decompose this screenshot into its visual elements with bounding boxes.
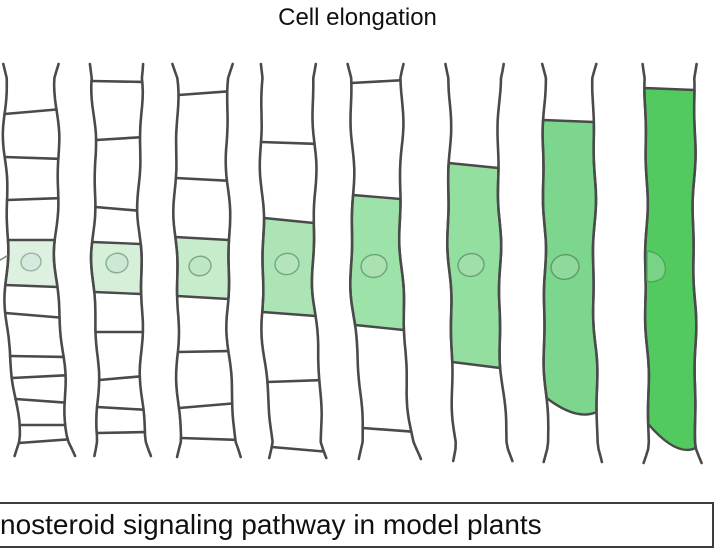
- figure-title: Cell elongation: [278, 4, 437, 31]
- cell-column-7: [540, 62, 604, 464]
- cell-divider: [176, 349, 230, 354]
- cell-divider: [270, 445, 326, 453]
- cell-divider: [10, 374, 67, 380]
- cell-column-6: [444, 62, 514, 463]
- cell-wall-right: [397, 62, 423, 461]
- cell-wall-left: [540, 62, 550, 464]
- cell-divider: [3, 155, 60, 161]
- cell-divider: [97, 375, 142, 382]
- cell-divider: [17, 438, 69, 445]
- cell-wall-left: [1, 62, 22, 458]
- cell-divider: [350, 79, 402, 85]
- cell-wall-right: [691, 62, 703, 465]
- cell-divider: [94, 205, 139, 212]
- cell-divider: [94, 136, 142, 142]
- cell-wall-right: [224, 62, 242, 459]
- cell-divider: [3, 108, 58, 116]
- cell-column-8: [641, 62, 703, 465]
- cell-wall-left: [258, 62, 274, 460]
- cell-divider: [95, 405, 145, 411]
- cell-wall-right: [590, 62, 604, 464]
- cell-wall-left: [641, 62, 651, 465]
- cell-wall-left: [88, 62, 101, 458]
- cell-nucleus: [274, 252, 300, 276]
- cell-nucleus: [550, 253, 580, 281]
- cell-nucleus: [188, 255, 212, 277]
- cell-wall-left: [444, 62, 457, 463]
- cell-divider: [266, 378, 321, 384]
- cell-divider: [3, 311, 61, 319]
- cell-divider: [361, 426, 413, 433]
- cell-divider: [174, 176, 229, 182]
- cell-nucleus: [646, 250, 667, 283]
- cell-nucleus: [20, 252, 42, 272]
- cell-nucleus: [360, 253, 388, 279]
- cell-divider: [8, 354, 65, 359]
- caption-text: nosteroid signaling pathway in model pla…: [0, 509, 542, 540]
- cell-divider: [179, 436, 237, 442]
- cell-divider: [5, 196, 60, 202]
- cell-divider: [95, 430, 147, 435]
- cell-divider: [259, 140, 316, 146]
- cell-column-1: [1, 62, 77, 458]
- cell-column-5: [346, 62, 423, 461]
- cell-wall-right: [135, 62, 153, 458]
- cell-wall-right: [310, 62, 328, 460]
- cell-nucleus: [457, 252, 485, 278]
- cell-divider: [90, 79, 144, 84]
- cell-wall-right: [52, 62, 77, 458]
- cell-column-3: [171, 62, 242, 459]
- cell-column-4: [258, 62, 328, 460]
- cell-divider: [177, 90, 229, 97]
- cell-wall-left: [171, 62, 183, 459]
- cell-divider: [177, 402, 234, 410]
- caption-box: nosteroid signaling pathway in model pla…: [0, 502, 714, 548]
- cell-column-2: [88, 62, 153, 458]
- cell-wall-left: [346, 62, 364, 461]
- cell-nucleus: [105, 252, 129, 274]
- pointer-tick-icon: [0, 255, 8, 261]
- cell-divider: [14, 397, 66, 404]
- cell-wall-right: [496, 62, 514, 463]
